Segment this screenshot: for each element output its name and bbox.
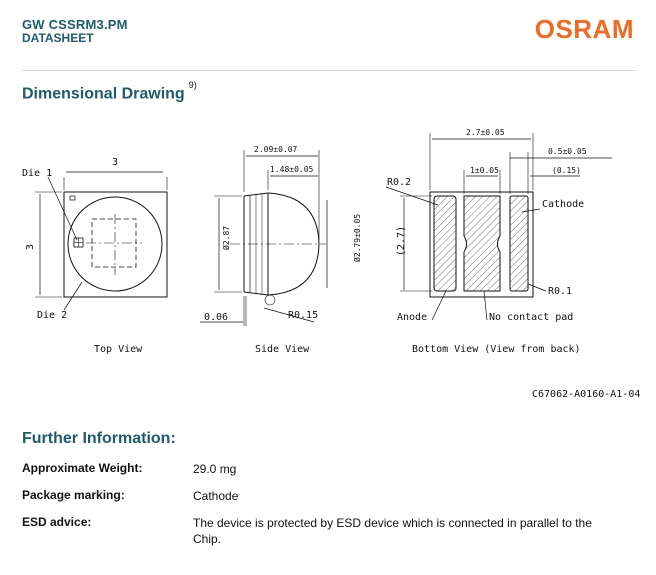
top-view-height-label: 3 xyxy=(25,244,36,250)
info-key-esd: ESD advice: xyxy=(22,515,92,529)
info-value-marking: Cathode xyxy=(193,489,239,503)
info-value-weight: 29.0 mg xyxy=(193,462,237,476)
header-doc-type: DATASHEET xyxy=(22,31,94,45)
osram-logo: OSRAM xyxy=(534,14,634,44)
bottom-pad-width-label: 1±0.05 xyxy=(470,166,499,175)
side-diameter-label-2: Ø2.79±0.05 xyxy=(352,214,362,262)
cathode-label: Cathode xyxy=(542,199,584,210)
top-view-caption: Top View xyxy=(94,344,143,355)
bottom-radius-01-label: R0.1 xyxy=(548,286,572,297)
anode-label: Anode xyxy=(397,312,427,323)
side-diameter-label-1: Ø2.87 xyxy=(221,226,231,250)
die1-label: Die 1 xyxy=(22,168,52,179)
info-value-esd: The device is protected by ESD device wh… xyxy=(193,516,592,546)
bottom-pad-label-2: (0.15) xyxy=(552,166,581,175)
side-width-label-1: 2.09±0.07 xyxy=(254,145,298,154)
bottom-radius-02-label: R0.2 xyxy=(387,177,411,188)
bottom-width-label: 2.7±0.05 xyxy=(466,128,505,137)
footnote-mark: 9) xyxy=(188,80,197,90)
side-width-label-2: 1.48±0.05 xyxy=(270,165,314,174)
header-product: GW CSSRM3.PM xyxy=(22,17,128,32)
info-key-weight: Approximate Weight: xyxy=(22,461,143,475)
top-view-width-label: 3 xyxy=(112,157,118,168)
die2-label: Die 2 xyxy=(37,310,67,321)
header-divider xyxy=(22,70,636,71)
bottom-height-label: (2.7) xyxy=(396,226,407,256)
drawing-number: C67062-A0160-A1-04 xyxy=(532,389,640,400)
no-contact-pad-label: No contact pad xyxy=(489,312,573,323)
side-view-drawing xyxy=(200,150,328,326)
side-thickness-label: 0.06 xyxy=(204,312,228,323)
dimensional-title-text: Dimensional Drawing xyxy=(22,85,185,103)
dimensional-drawing: 3 3 Die 1 Die 2 Top View 2.09±0.07 1.48±… xyxy=(22,128,640,400)
top-view-drawing xyxy=(35,171,168,311)
further-information-title: Further Information: xyxy=(22,430,176,447)
side-radius-label: R0.15 xyxy=(288,310,318,321)
info-key-marking: Package marking: xyxy=(22,488,125,502)
bottom-pad-label-1: 0.5±0.05 xyxy=(548,147,587,156)
dimensional-drawing-title: Dimensional Drawing9) xyxy=(22,80,197,103)
bottom-view-caption: Bottom View (View from back) xyxy=(412,344,581,355)
bottom-view-drawing xyxy=(385,133,612,321)
side-view-caption: Side View xyxy=(255,344,310,355)
